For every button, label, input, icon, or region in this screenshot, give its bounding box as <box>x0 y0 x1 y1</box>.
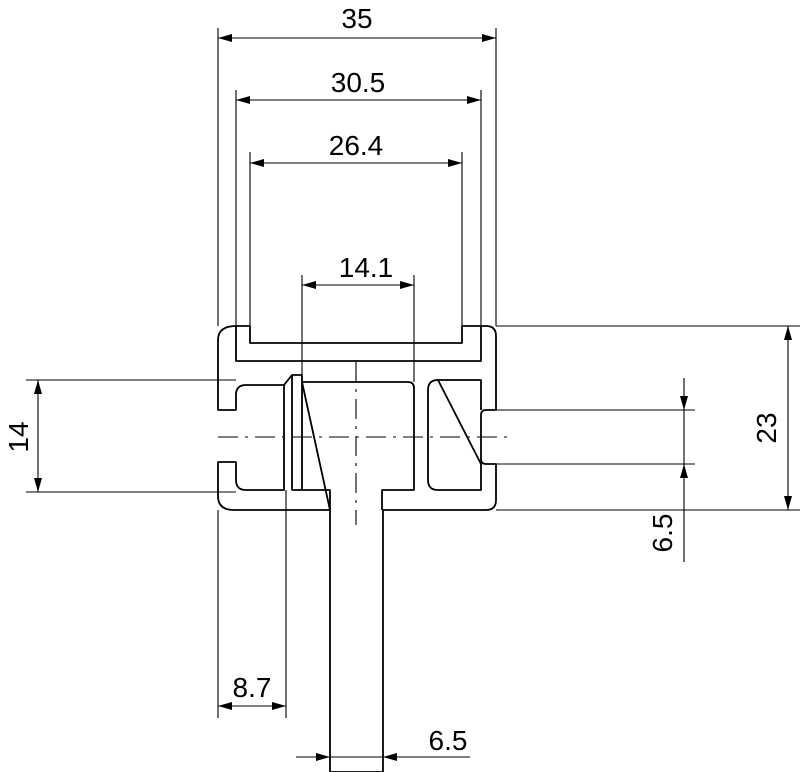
label-side-slot-height: 14 <box>3 421 34 452</box>
label-groove-outer-width: 30.5 <box>331 67 386 98</box>
dimension-labels: 35 30.5 26.4 14.1 14 23 6.5 8.7 6.5 <box>3 3 782 756</box>
left-web <box>283 374 303 491</box>
profile-outline <box>217 325 497 772</box>
center-lines <box>218 362 510 525</box>
label-overall-width: 35 <box>341 3 372 34</box>
label-slot-opening: 6.5 <box>647 514 678 553</box>
label-groove-inner-width: 26.4 <box>329 130 384 161</box>
center-cavity <box>301 381 415 511</box>
arrowheads <box>34 34 792 761</box>
label-side-wall-width: 8.7 <box>233 672 272 703</box>
label-center-cavity-width: 14.1 <box>339 252 394 283</box>
label-stem-width: 6.5 <box>429 725 468 756</box>
groove-floor <box>235 326 482 362</box>
outer-contour <box>217 325 497 772</box>
dimension-lines <box>37 37 789 758</box>
label-profile-height: 23 <box>751 412 782 443</box>
extension-lines <box>26 28 800 718</box>
right-slot-cavity <box>427 379 482 491</box>
